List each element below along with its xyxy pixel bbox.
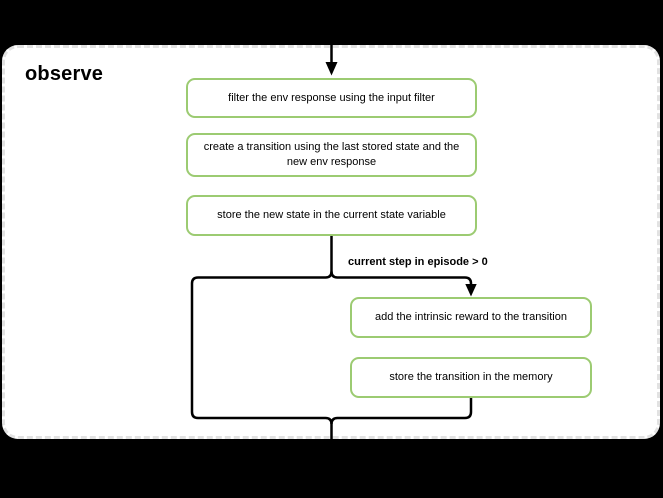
- step-node-create-transition: create a transition using the last store…: [186, 133, 477, 177]
- step-node-filter-env-response: filter the env response using the input …: [186, 78, 477, 118]
- group-title: observe: [25, 63, 104, 85]
- condition-label: current step in episode > 0: [348, 256, 488, 268]
- step-node-add-intrinsic-reward: add the intrinsic reward to the transiti…: [350, 297, 592, 338]
- step-node-store-transition-memory: store the transition in the memory: [350, 357, 592, 398]
- step-node-store-new-state: store the new state in the current state…: [186, 195, 477, 236]
